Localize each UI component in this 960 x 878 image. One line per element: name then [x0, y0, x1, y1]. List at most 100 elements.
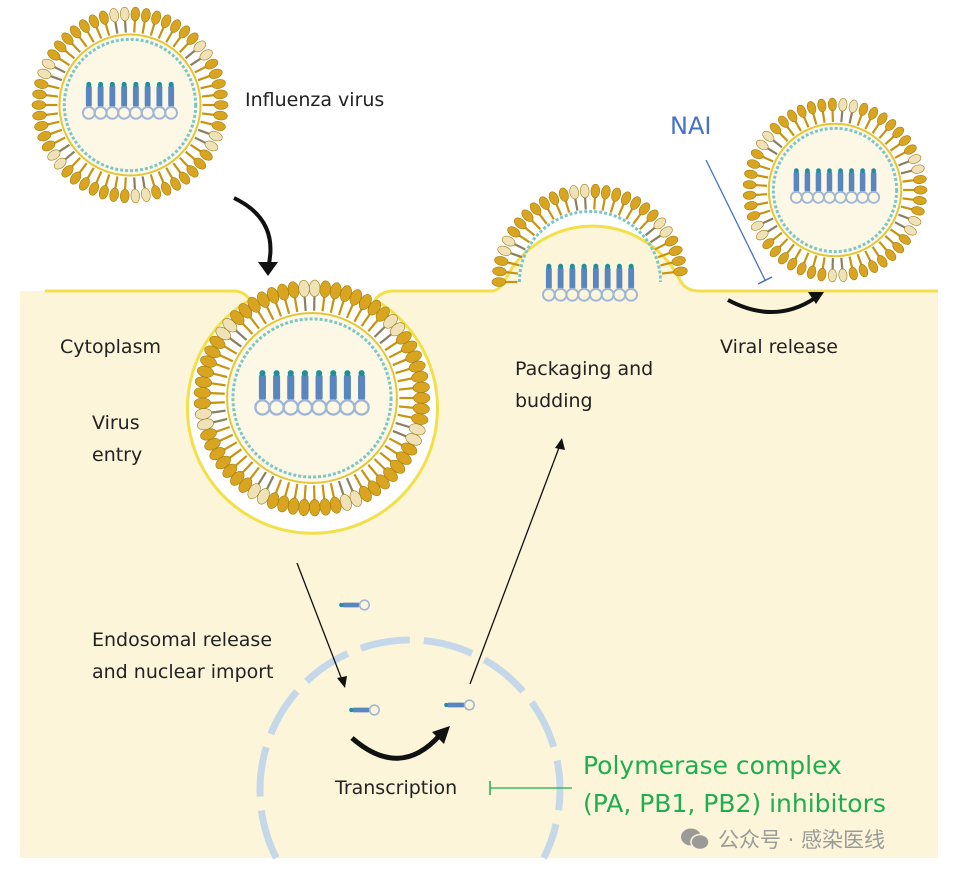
spike-head	[491, 277, 507, 287]
rnp-helix	[793, 171, 800, 192]
spike-head	[769, 122, 782, 135]
spike-head	[497, 245, 512, 256]
rnp-helix	[859, 171, 866, 192]
spike-head	[908, 216, 922, 226]
rnp-segment	[353, 370, 370, 416]
label-line: budding	[515, 390, 593, 412]
spike-head	[590, 183, 601, 199]
polymerase-complex	[816, 168, 821, 174]
spike-head	[53, 157, 67, 170]
spike-head	[787, 257, 798, 271]
spike-head	[762, 130, 775, 142]
polymerase-complex	[273, 370, 280, 377]
polymerase-complex	[259, 370, 266, 377]
spike-head	[659, 226, 673, 238]
spike-head	[151, 185, 162, 200]
rnp-helix	[837, 171, 844, 192]
spike-head	[558, 187, 569, 202]
spike-head	[778, 252, 789, 265]
spike-head	[858, 264, 869, 278]
spike-head	[827, 268, 837, 283]
rnp-helix	[581, 267, 588, 289]
rnp-helix	[315, 374, 323, 401]
rnp-helix	[168, 85, 175, 107]
rnp-helix	[545, 267, 552, 289]
spike-head	[88, 14, 100, 29]
spike-head	[160, 14, 172, 29]
spike-head	[848, 99, 858, 114]
spike-head	[904, 225, 917, 236]
spike-head	[319, 498, 331, 516]
spike-head	[892, 126, 905, 138]
spike-head	[119, 188, 130, 204]
spike-head	[193, 387, 211, 399]
spike-head	[746, 211, 761, 221]
rnp-segment	[324, 370, 342, 416]
label-line: Virus	[92, 412, 140, 434]
spike-head	[885, 249, 897, 261]
spike-head	[211, 79, 226, 89]
rnp-helix	[870, 171, 877, 192]
polymerase-complex	[156, 81, 162, 87]
rnp-loop	[463, 699, 476, 711]
spike-head	[69, 171, 82, 185]
spike-head	[34, 121, 49, 131]
label-transcription: Transcription	[335, 777, 458, 799]
spike-head	[69, 25, 82, 39]
rnp-helix	[273, 374, 281, 401]
rnp-helix	[287, 374, 295, 401]
rnp-loop	[368, 704, 381, 716]
spike-head	[913, 185, 928, 195]
spike-head	[78, 177, 90, 191]
spike-head	[119, 6, 130, 22]
spike-head	[877, 112, 888, 125]
spike-head	[186, 32, 199, 45]
imported-rnps	[339, 599, 476, 716]
rnp-loop	[624, 287, 639, 302]
entry-arrow	[233, 196, 273, 269]
polymerase-complex	[569, 263, 575, 269]
rnp-helix	[85, 85, 92, 107]
spike-head	[319, 280, 331, 298]
rnp-segment	[268, 370, 285, 416]
polymerase-complex	[827, 168, 832, 174]
matrix-layer	[231, 317, 393, 479]
viral-envelope	[58, 33, 202, 177]
spike-head	[756, 229, 769, 241]
spike-head	[160, 181, 172, 196]
viral-envelope	[226, 312, 398, 484]
spike-head	[898, 135, 911, 146]
polymerase-complex	[849, 168, 854, 174]
spike-head	[41, 58, 56, 70]
spike-head	[109, 187, 119, 202]
spike-head	[796, 104, 807, 118]
spike-head	[548, 191, 560, 206]
spike-head	[913, 196, 927, 205]
spike-head	[868, 107, 879, 120]
watermark: 公众号 · 感染医线	[680, 824, 885, 854]
label-line: Packaging and	[515, 358, 654, 380]
spike-head	[501, 235, 516, 247]
spike-head	[653, 217, 667, 230]
spike-head	[668, 245, 683, 256]
polymerase-complex	[121, 81, 127, 87]
transcription-arrow	[350, 733, 442, 761]
spike-head	[673, 266, 688, 277]
polymerase-complex	[558, 263, 564, 269]
rnp-segment	[624, 263, 639, 302]
watermark-text: 公众号 · 感染医线	[718, 828, 886, 852]
rnp-segment	[834, 168, 847, 204]
spike-head	[213, 89, 228, 100]
spike-head	[47, 149, 61, 161]
spike-head	[513, 217, 527, 230]
polymerase-complex	[358, 370, 365, 377]
polymerase-complex	[86, 81, 92, 87]
rnp-segment	[553, 263, 568, 302]
polymerase-complex	[168, 81, 174, 87]
spike-head	[204, 58, 219, 70]
entry-arrowhead	[258, 262, 278, 276]
spike-head	[194, 376, 212, 388]
spike-head	[494, 256, 509, 266]
polymerase-complex	[838, 168, 843, 174]
